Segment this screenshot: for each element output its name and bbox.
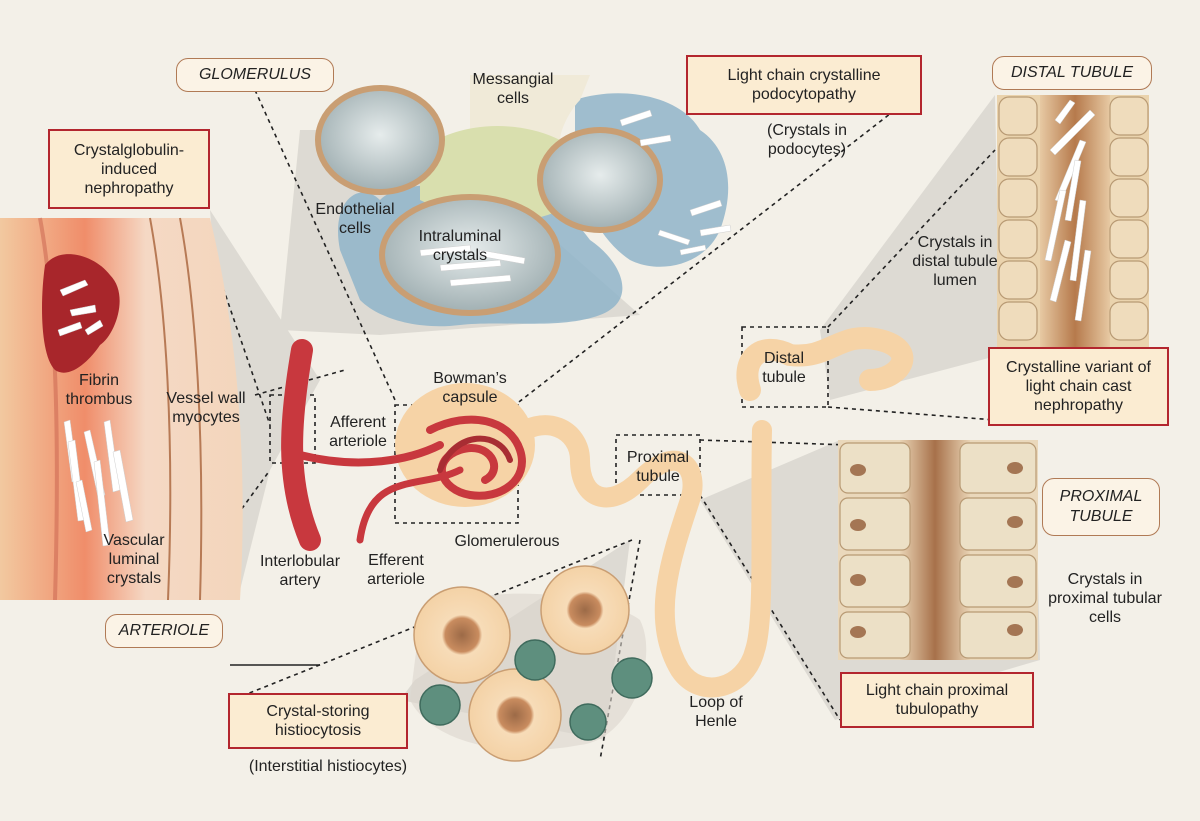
- disease-tubulopathy-text: Light chain proximal tubulopathy: [865, 682, 1009, 718]
- disease-cast-nephropathy-text: Crystalline variant of light chain cast …: [1006, 359, 1151, 414]
- note-interstitial-histiocytes: (Interstitial histiocytes): [248, 758, 408, 775]
- label-loop-of-henle: Loop of Henle: [689, 694, 743, 730]
- region-label-glomerulus-text: GLOMERULUS: [198, 66, 312, 83]
- distal-tubule-panel: [997, 95, 1149, 350]
- label-messangial-cells: Messangial cells: [472, 71, 554, 107]
- label-glomerulerous: Glomerulerous: [454, 533, 560, 550]
- disease-crystalglobulin-text: Crystalglobulin-induced nephropathy: [73, 141, 185, 197]
- region-label-glomerulus: GLOMERULUS: [176, 58, 334, 92]
- region-label-distal-tubule: DISTAL TUBULE: [992, 56, 1152, 90]
- arteriole-panel: [0, 217, 243, 601]
- note-crystals-in-podocytes: (Crystals in podocytes): [766, 122, 847, 158]
- label-bowmans-capsule: Bowman’s capsule: [433, 370, 507, 406]
- note-crystals-proximal-cells: Crystals in proximal tubular cells: [1048, 571, 1162, 626]
- label-intraluminal-crystals: Intraluminal crystals: [418, 228, 502, 264]
- region-label-distal-tubule-text: DISTAL TUBULE: [1010, 64, 1134, 81]
- disease-box-podocytopathy: Light chain crystalline podocytopathy: [686, 55, 922, 115]
- label-distal-tubule: Distal tubule: [762, 350, 806, 386]
- disease-podocytopathy-text: Light chain crystalline podocytopathy: [727, 67, 881, 103]
- histiocyte-cluster: [410, 565, 653, 762]
- disease-histiocytosis-text: Crystal-storing histiocytosis: [266, 703, 370, 739]
- note-crystals-distal-lumen: Crystals in distal tubule lumen: [912, 234, 998, 289]
- label-fibrin-thrombus: Fibrin thrombus: [65, 372, 133, 408]
- label-vascular-luminal-crystals: Vascular luminal crystals: [103, 532, 165, 587]
- label-afferent-arteriole: Afferent arteriole: [329, 414, 387, 450]
- label-proximal-tubule: Proximal tubule: [626, 449, 690, 485]
- region-label-proximal-tubule-text: PROXIMAL TUBULE: [1059, 488, 1143, 525]
- disease-box-cast-nephropathy: Crystalline variant of light chain cast …: [988, 347, 1169, 426]
- disease-box-crystalglobulin: Crystalglobulin-induced nephropathy: [48, 129, 210, 209]
- glomerulus-panel: [315, 75, 732, 327]
- disease-box-tubulopathy: Light chain proximal tubulopathy: [840, 672, 1034, 728]
- region-label-arteriole: ARTERIOLE: [105, 614, 223, 648]
- label-endothelial-cells: Endothelial cells: [315, 201, 395, 237]
- label-efferent-arteriole: Efferent arteriole: [367, 552, 425, 588]
- disease-box-histiocytosis: Crystal-storing histiocytosis: [228, 693, 408, 749]
- region-label-proximal-tubule: PROXIMAL TUBULE: [1042, 478, 1160, 536]
- proximal-tubule-panel: [838, 440, 1038, 660]
- label-vessel-wall-myocytes: Vessel wall myocytes: [166, 390, 246, 426]
- arterioles: [281, 339, 526, 551]
- label-interlobular-artery: Interlobular artery: [259, 553, 341, 589]
- region-label-arteriole-text: ARTERIOLE: [118, 622, 210, 639]
